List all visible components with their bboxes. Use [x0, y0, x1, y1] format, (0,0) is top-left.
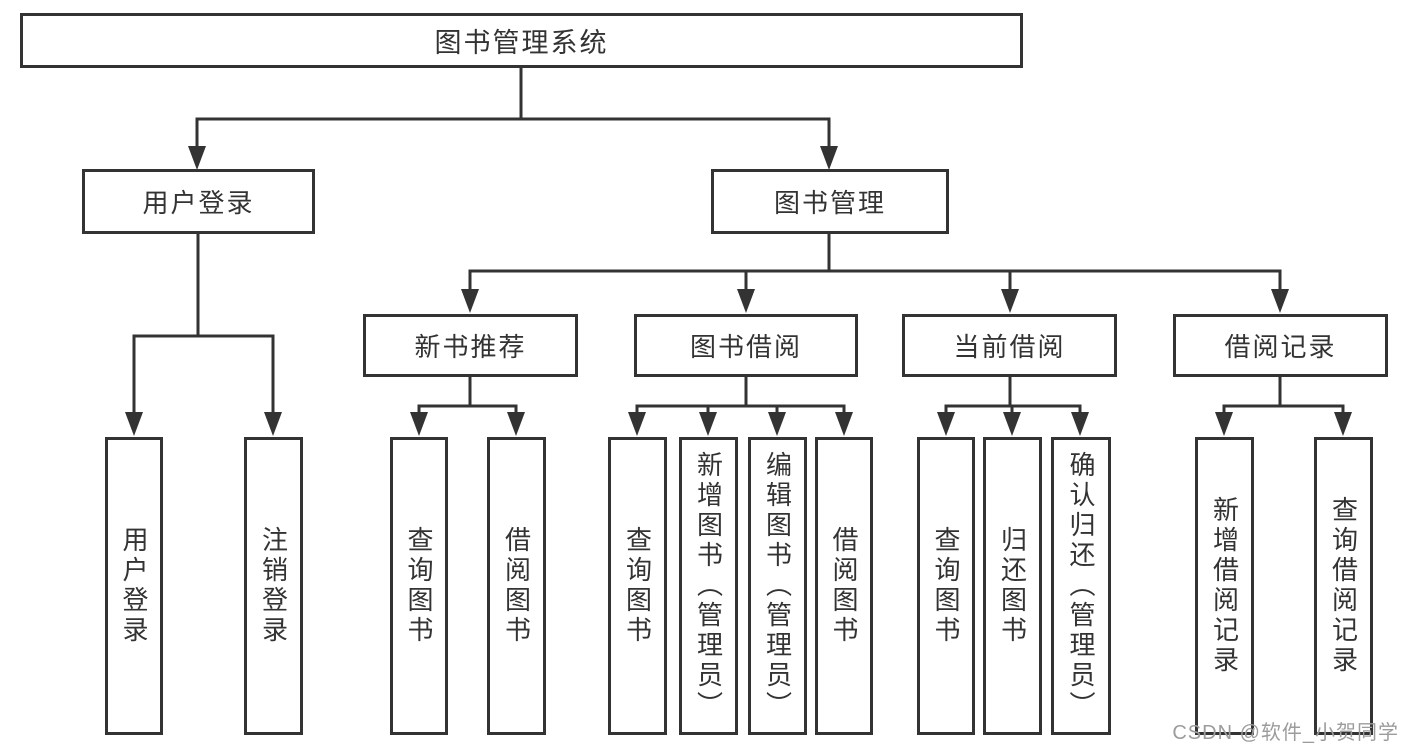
node-label: 图书借阅	[689, 332, 802, 362]
node-library-management-system: 图书管理系统	[20, 13, 1023, 68]
leaf-add-borrow-record: 新增借阅记录	[1195, 437, 1254, 735]
leaf-user-login: 用户登录	[105, 437, 163, 735]
node-label: 用户登录	[142, 188, 255, 218]
leaf-label: 用户登录	[119, 526, 149, 646]
leaf-label: 查询图书	[404, 526, 434, 646]
node-label: 图书管理	[773, 188, 886, 218]
node-label: 新书推荐	[414, 332, 527, 362]
leaf-label: 查询借阅记录	[1328, 496, 1359, 676]
leaf-logout: 注销登录	[244, 437, 303, 735]
leaf-label: 编辑图书（管理员）	[762, 451, 793, 721]
node-current-borrowing: 当前借阅	[902, 314, 1117, 377]
node-book-management-branch: 图书管理	[711, 169, 949, 234]
leaf-label: 借阅图书	[829, 526, 859, 646]
leaf-label: 归还图书	[997, 526, 1028, 646]
node-label: 当前借阅	[953, 332, 1066, 362]
leaf-edit-books-admin: 编辑图书（管理员）	[748, 437, 807, 735]
leaf-query-books: 查询图书	[917, 437, 975, 735]
node-user-login-branch: 用户登录	[82, 169, 315, 234]
leaf-label: 查询图书	[931, 526, 961, 646]
leaf-query-borrow-record: 查询借阅记录	[1314, 437, 1373, 735]
leaf-query-books: 查询图书	[390, 437, 448, 735]
leaf-borrow-books: 借阅图书	[487, 437, 546, 735]
leaf-add-books-admin: 新增图书（管理员）	[679, 437, 738, 735]
leaf-query-books: 查询图书	[608, 437, 667, 735]
leaf-label: 注销登录	[258, 526, 289, 646]
leaf-return-books: 归还图书	[983, 437, 1042, 735]
leaf-label: 新增图书（管理员）	[693, 451, 724, 721]
csdn-watermark: CSDN @软件_小贺同学	[1172, 722, 1399, 744]
leaf-confirm-return-admin: 确认归还（管理员）	[1051, 437, 1111, 735]
node-label: 借阅记录	[1224, 332, 1337, 362]
leaf-label: 确认归还（管理员）	[1066, 451, 1096, 721]
leaf-label: 借阅图书	[501, 526, 532, 646]
leaf-label: 查询图书	[622, 526, 653, 646]
node-new-book-recommendation: 新书推荐	[363, 314, 578, 377]
leaf-borrow-books: 借阅图书	[815, 437, 873, 735]
node-book-borrowing: 图书借阅	[634, 314, 858, 377]
arrowhead-icons	[125, 146, 1352, 436]
leaf-label: 新增借阅记录	[1209, 496, 1240, 676]
node-borrowing-records: 借阅记录	[1173, 314, 1388, 377]
node-label: 图书管理系统	[434, 28, 609, 58]
